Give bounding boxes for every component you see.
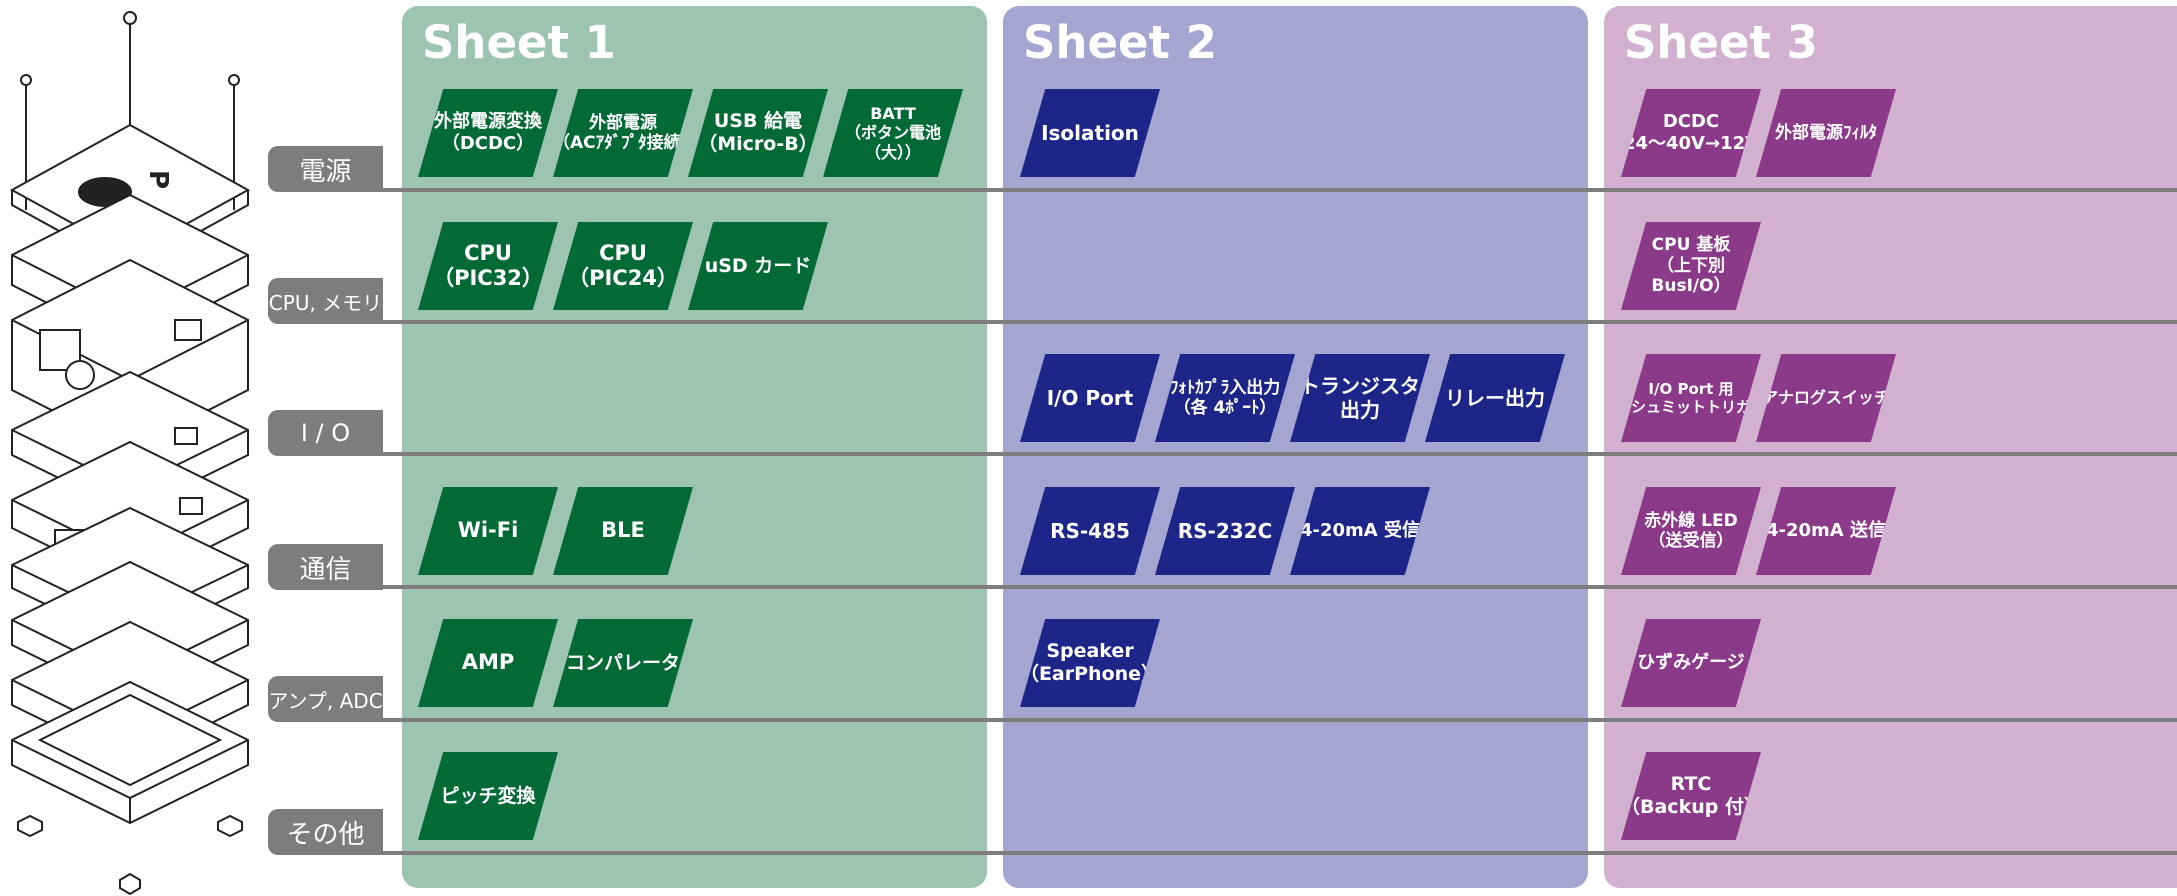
row-line-cpu-memory bbox=[370, 320, 2177, 324]
module-io-port: I/O Port bbox=[1020, 354, 1160, 442]
row-label-power: 電源 bbox=[268, 146, 383, 192]
sheet3-title: Sheet 3 bbox=[1624, 16, 1818, 69]
row-label-comm: 通信 bbox=[268, 544, 383, 590]
module-rs485: RS-485 bbox=[1020, 487, 1160, 575]
row-label-amp-adc: アンプ, ADC bbox=[268, 676, 383, 722]
module-pitch-conversion: ピッチ変換 bbox=[418, 752, 558, 840]
row-label-cpu-memory: CPU, メモリ bbox=[268, 278, 383, 324]
stacked-module-case-illustration: P bbox=[9, 11, 251, 896]
row-line-other bbox=[370, 851, 2177, 855]
module-amp: AMP bbox=[418, 619, 558, 707]
module-ble: BLE bbox=[553, 487, 693, 575]
sheet1-title: Sheet 1 bbox=[422, 16, 616, 69]
module-external-power-dcdc: 外部電源変換 （DCDC） bbox=[418, 89, 558, 177]
row-label-other: その他 bbox=[268, 809, 383, 855]
module-external-power-filter: 外部電源ﾌｨﾙﾀ bbox=[1756, 89, 1896, 177]
module-relay-output: リレー出力 bbox=[1425, 354, 1565, 442]
module-external-power-ac-adapter: 外部電源 （ACｱﾀﾞﾌﾟﾀ接続） bbox=[553, 89, 693, 177]
module-infrared-led: 赤外線 LED （送受信） bbox=[1621, 487, 1761, 575]
module-dcdc-24-40v-12v: DCDC 24～40V→12V bbox=[1621, 89, 1761, 177]
module-cpu-pic24: CPU （PIC24） bbox=[553, 222, 693, 310]
module-photocoupler-io: ﾌｫﾄｶﾌﾟﾗ入出力 （各 4ﾎﾟｰﾄ） bbox=[1155, 354, 1295, 442]
module-batt-button-cell: BATT （ボタン電池（大）） bbox=[823, 89, 963, 177]
svg-text:P: P bbox=[143, 170, 173, 189]
module-wifi: Wi-Fi bbox=[418, 487, 558, 575]
module-analog-switch: アナログスイッチ bbox=[1756, 354, 1896, 442]
module-cpu-pic32: CPU （PIC32） bbox=[418, 222, 558, 310]
module-usb-power-microb: USB 給電 （Micro-B） bbox=[688, 89, 828, 177]
row-line-amp-adc bbox=[370, 718, 2177, 722]
module-comparator: コンパレータ bbox=[553, 619, 693, 707]
module-schmitt-trigger: I/O Port 用 シュミットトリガ bbox=[1621, 354, 1761, 442]
row-line-comm bbox=[370, 585, 2177, 589]
module-usd-card: uSD カード bbox=[688, 222, 828, 310]
module-transistor-output: トランジスタ 出力 bbox=[1290, 354, 1430, 442]
module-strain-gauge: ひずみゲージ bbox=[1621, 619, 1761, 707]
module-4-20ma-receive: 4-20mA 受信 bbox=[1290, 487, 1430, 575]
row-line-io bbox=[370, 452, 2177, 456]
module-4-20ma-send: 4-20mA 送信 bbox=[1756, 487, 1896, 575]
module-rs232c: RS-232C bbox=[1155, 487, 1295, 575]
row-line-power bbox=[370, 188, 2177, 192]
module-cpu-board: CPU 基板 （上下別 BusI/O） bbox=[1621, 222, 1761, 310]
row-label-io: I / O bbox=[268, 410, 383, 456]
module-speaker-earphone: Speaker （EarPhone） bbox=[1020, 619, 1160, 707]
module-isolation: Isolation bbox=[1020, 89, 1160, 177]
module-rtc-backup: RTC （Backup 付） bbox=[1621, 752, 1761, 840]
sheet2-title: Sheet 2 bbox=[1023, 16, 1217, 69]
